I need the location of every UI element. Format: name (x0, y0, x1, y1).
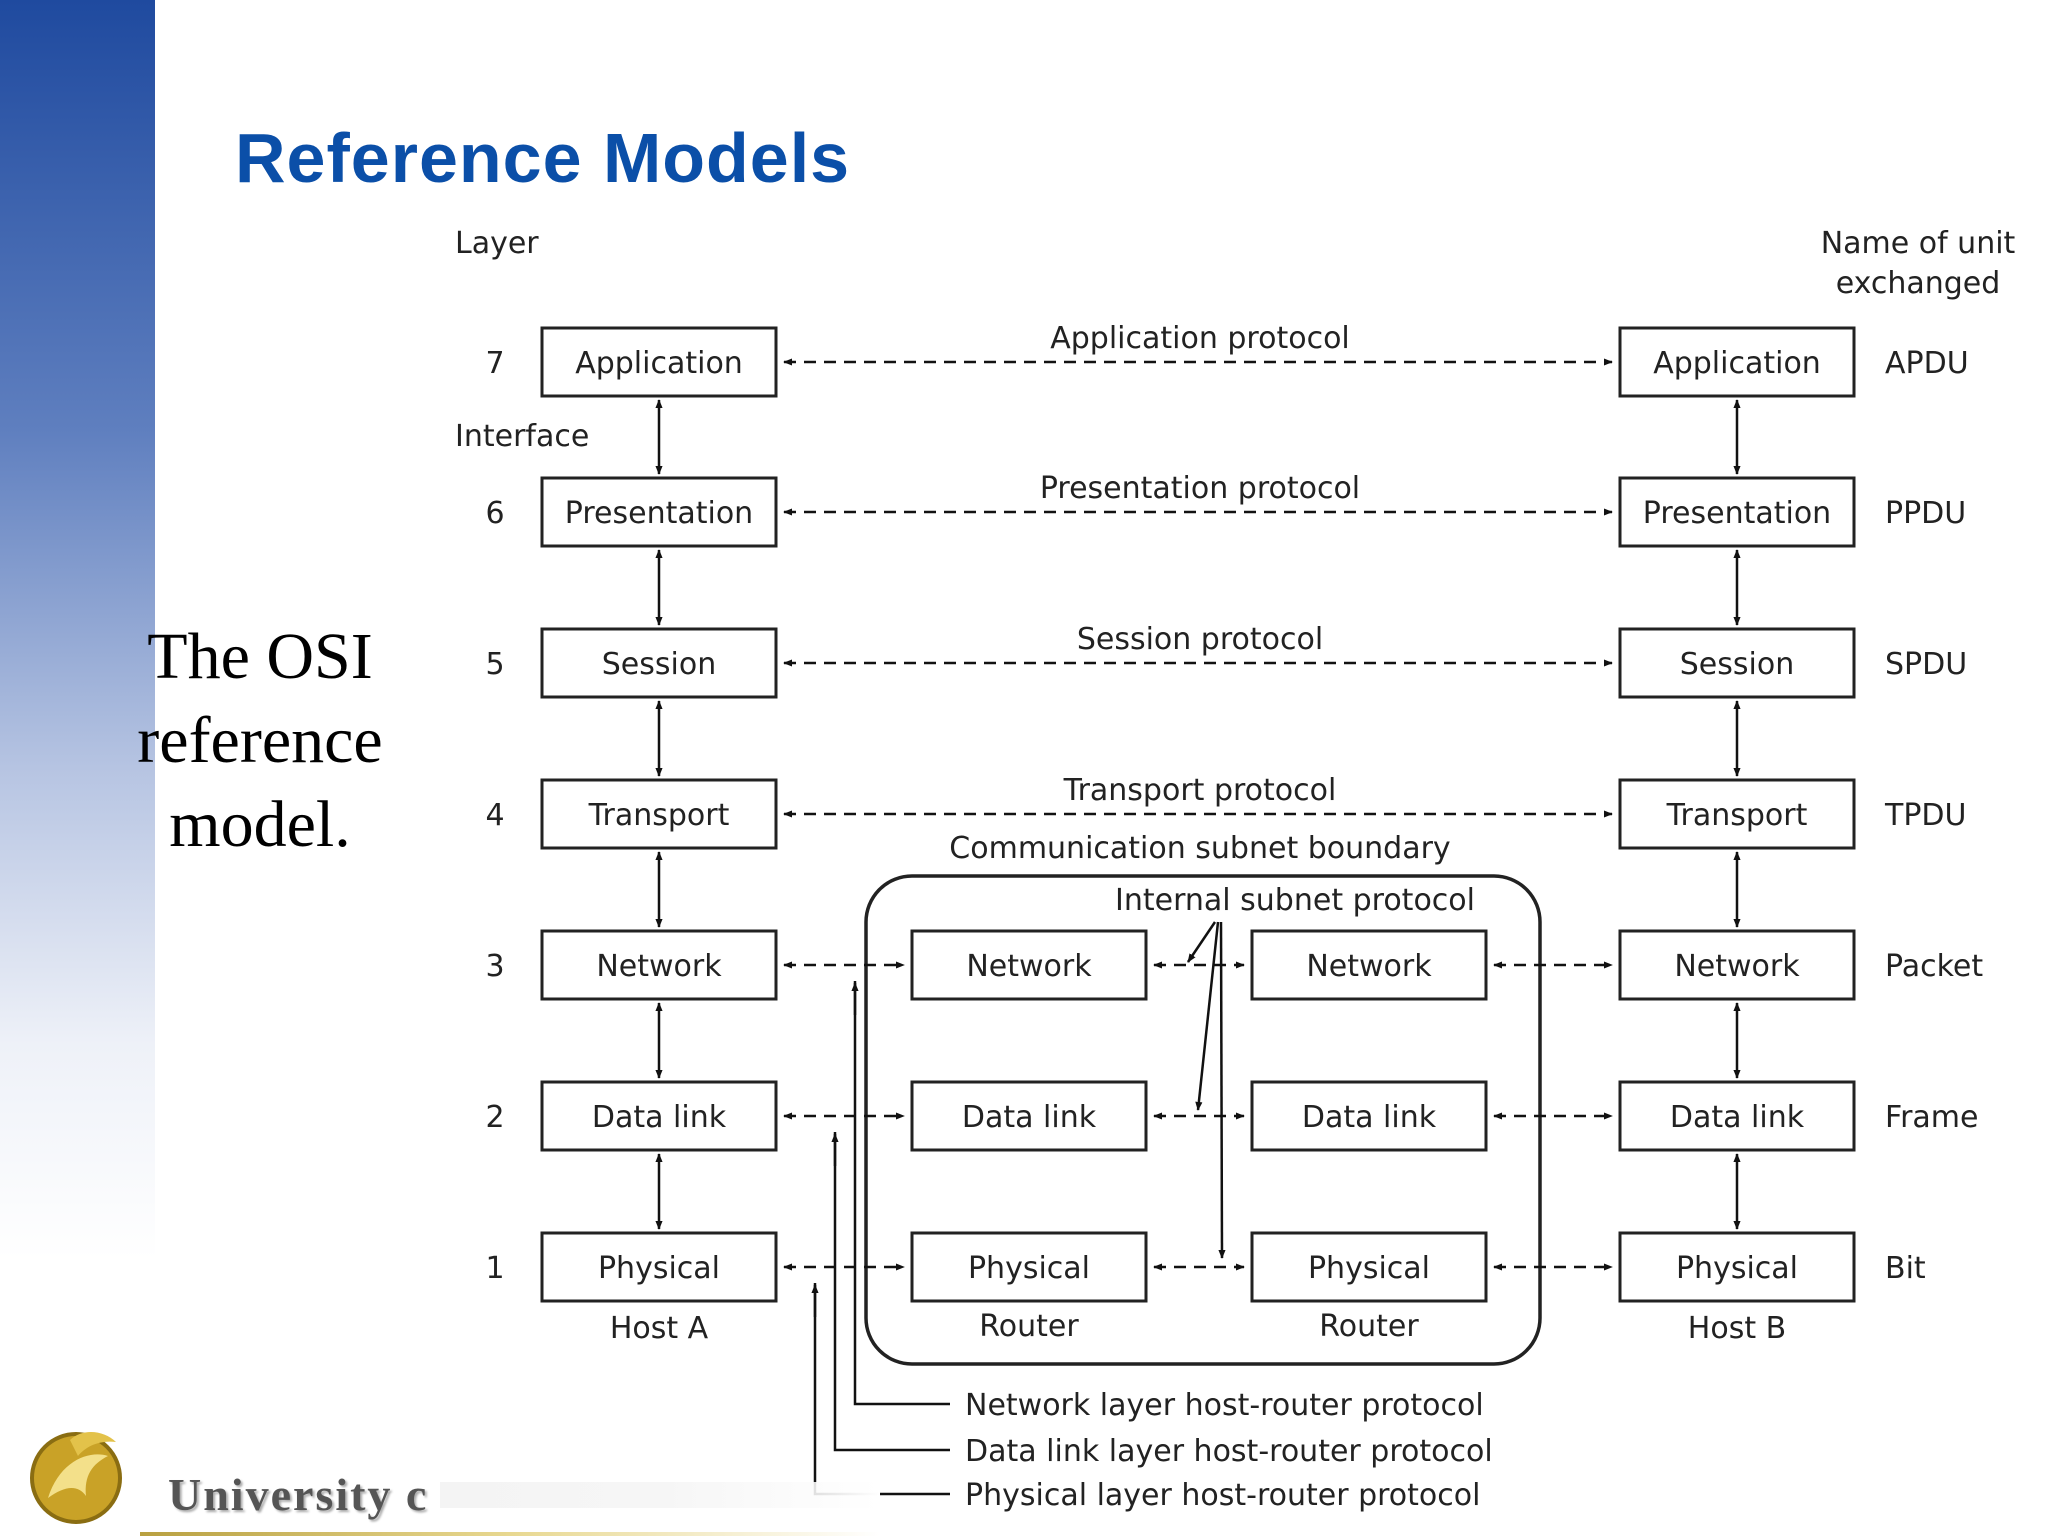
host-a-transport-box-label: Transport (588, 798, 730, 833)
host-b-session-box (1618, 627, 1856, 699)
host-a-data-link-box (540, 1080, 778, 1152)
subnet-boundary-label: Communication subnet boundary (949, 831, 1450, 866)
host-a-physical-box-label: Physical (598, 1251, 720, 1286)
router-1-network-box-label: Network (966, 949, 1092, 984)
layer-number-2: 2 (485, 1100, 504, 1135)
interface-label: Interface (455, 419, 589, 454)
host-b-session-box-label: Session (1680, 647, 1794, 682)
host-a-network-box (540, 929, 778, 1001)
host-router-callout-line (833, 1132, 950, 1452)
host-b-data-link-box (1618, 1080, 1856, 1152)
host-b-application-box-label: Application (1653, 346, 1821, 381)
protocol-label-transport: Transport protocol (1063, 773, 1337, 808)
caption-line: reference (137, 704, 383, 777)
router-2-physical-box (1250, 1231, 1488, 1303)
host-a-application-box-label: Application (575, 346, 743, 381)
host-b-network-box (1618, 929, 1856, 1001)
unit-header-line-1: Name of unit (1821, 226, 2016, 261)
router-1-data-link-box-label: Data link (962, 1100, 1097, 1135)
slide-accent-bar (0, 0, 155, 1536)
pegasus-logo-icon (20, 1420, 132, 1537)
unit-frame: Frame (1885, 1100, 1978, 1135)
host-a-application-box (540, 326, 778, 398)
protocol-label-application: Application protocol (1050, 321, 1350, 356)
host-a-label: Host A (610, 1311, 709, 1346)
host-a-transport-box (540, 778, 778, 850)
host-b-presentation-box-label: Presentation (1643, 496, 1831, 531)
protocol-label-session: Session protocol (1077, 622, 1323, 657)
router-1-physical-box (910, 1231, 1148, 1303)
unit-header-line-2: exchanged (1836, 266, 2001, 301)
host-b-presentation-box (1618, 476, 1856, 548)
footer-faded-text (440, 1482, 880, 1508)
subnet-boundary (864, 874, 1542, 1366)
layer-number-7: 7 (485, 346, 504, 381)
host-b-transport-box-label: Transport (1666, 798, 1808, 833)
router-2-label: Router (1319, 1309, 1419, 1344)
layer-number-6: 6 (485, 496, 504, 531)
caption-line: model. (169, 788, 351, 861)
unit-packet: Packet (1885, 949, 1983, 984)
host-a-session-box (540, 627, 778, 699)
layer-number-4: 4 (485, 798, 504, 833)
layer-number-5: 5 (485, 647, 504, 682)
host-router-protocol-label: Network layer host-router protocol (965, 1388, 1484, 1423)
host-b-physical-box-label: Physical (1676, 1251, 1798, 1286)
host-router-callout-line (853, 981, 950, 1406)
host-b-physical-box (1618, 1231, 1856, 1303)
router-1-label: Router (979, 1309, 1079, 1344)
host-a-physical-box (540, 1231, 778, 1303)
internal-protocol-pointer (1195, 921, 1220, 1111)
footer-underline (140, 1532, 880, 1536)
router-1-network-box (910, 929, 1148, 1001)
layer-number-1: 1 (485, 1251, 504, 1286)
unit-ppdu: PPDU (1885, 496, 1966, 531)
caption-line: The OSI (147, 620, 373, 693)
host-a-session-box-label: Session (602, 647, 716, 682)
host-a-data-link-box-label: Data link (592, 1100, 727, 1135)
host-a-presentation-box-label: Presentation (565, 496, 753, 531)
protocol-label-presentation: Presentation protocol (1040, 471, 1360, 506)
host-b-transport-box (1618, 778, 1856, 850)
host-b-data-link-box-label: Data link (1670, 1100, 1805, 1135)
router-2-physical-box-label: Physical (1308, 1251, 1430, 1286)
unit-bit: Bit (1885, 1251, 1926, 1286)
internal-protocol-label: Internal subnet protocol (1115, 883, 1475, 918)
unit-tpdu: TPDU (1884, 798, 1966, 833)
router-2-network-box-label: Network (1306, 949, 1432, 984)
host-router-protocol-label: Physical layer host-router protocol (965, 1478, 1480, 1513)
router-1-physical-box-label: Physical (968, 1251, 1090, 1286)
router-1-data-link-box (910, 1080, 1148, 1152)
university-name: University c (168, 1469, 429, 1520)
layer-header: Layer (455, 226, 539, 261)
router-2-data-link-box-label: Data link (1302, 1100, 1437, 1135)
internal-protocol-pointer (1218, 921, 1226, 1259)
host-b-label: Host B (1688, 1311, 1786, 1346)
layer-number-3: 3 (485, 949, 504, 984)
internal-protocol-pointer (1186, 921, 1217, 963)
router-2-network-box (1250, 929, 1488, 1001)
unit-apdu: APDU (1885, 346, 1969, 381)
host-router-protocol-label: Data link layer host-router protocol (965, 1434, 1493, 1469)
router-2-data-link-box (1250, 1080, 1488, 1152)
host-a-network-box-label: Network (596, 949, 722, 984)
host-b-network-box-label: Network (1674, 949, 1800, 984)
slide-caption: The OSI reference model. (110, 615, 410, 867)
host-a-presentation-box (540, 476, 778, 548)
host-b-application-box (1618, 326, 1856, 398)
slide-title: Reference Models (235, 119, 851, 197)
unit-spdu: SPDU (1885, 647, 1967, 682)
